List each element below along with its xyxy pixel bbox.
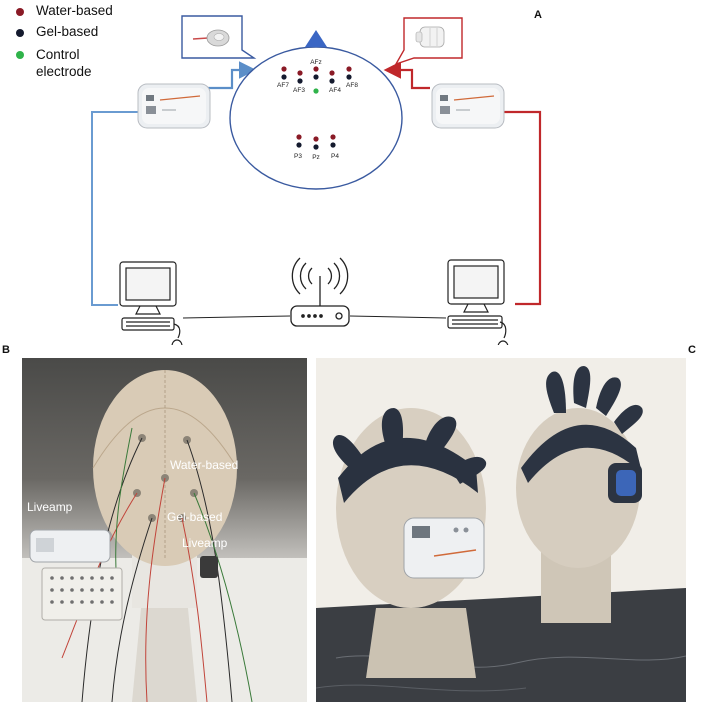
- electrode-label-af7: AF7: [277, 82, 289, 89]
- router-icon: [290, 257, 350, 327]
- panel-letter-c: C: [688, 344, 696, 356]
- setup-diagram: AFz AF7 AF3 AF4 AF8 P3 Pz P4: [91, 15, 542, 345]
- water-electrode-callout: [181, 15, 257, 59]
- left-amplifier-icon: [137, 83, 211, 129]
- electrode-label-af3: AF3: [293, 87, 305, 94]
- network-link-left: [182, 315, 291, 319]
- label-gel-based: Gel-based: [167, 510, 223, 524]
- label-water-based: Water-based: [170, 458, 239, 472]
- gel-electrode-icon: [415, 26, 445, 48]
- panel-letter-b: B: [2, 344, 10, 356]
- water-electrode-icon: [192, 29, 230, 47]
- network-link-right: [349, 315, 447, 319]
- electrode-label-pz: Pz: [312, 154, 320, 161]
- left-computer-icon: [119, 261, 183, 345]
- red-link: [383, 61, 542, 306]
- label-liveamp-head: Liveamp: [182, 536, 228, 550]
- electrode-label-afz: AFz: [310, 59, 322, 66]
- gel-electrode-callout: [394, 17, 463, 66]
- right-amplifier-icon: [431, 83, 505, 129]
- nose-icon: [305, 30, 327, 47]
- photo-b-cap-setup: Water-based Gel-based Liveamp Liveamp: [22, 358, 307, 702]
- legend-item-water-based: Water-based: [16, 3, 113, 18]
- label-liveamp-side: Liveamp: [27, 500, 73, 514]
- electrode-label-p4: P4: [331, 153, 339, 160]
- gel-based-dot-icon: [16, 29, 24, 37]
- legend-label: Gel-based: [36, 24, 99, 39]
- panel-letter-a: A: [534, 9, 542, 21]
- blue-link: [91, 61, 257, 306]
- legend-label: Water-based: [36, 3, 113, 18]
- electrode-label-af4: AF4: [329, 87, 341, 94]
- electrode-label-af8: AF8: [346, 82, 358, 89]
- electrode-dots: [281, 66, 352, 150]
- legend-item-gel-based: Gel-based: [16, 24, 98, 39]
- control-electrode-dot-icon: [16, 51, 24, 59]
- right-computer-icon: [447, 259, 509, 345]
- water-based-dot-icon: [16, 8, 24, 16]
- electrode-label-p3: P3: [294, 153, 302, 160]
- photo-c-headsets: [316, 358, 686, 702]
